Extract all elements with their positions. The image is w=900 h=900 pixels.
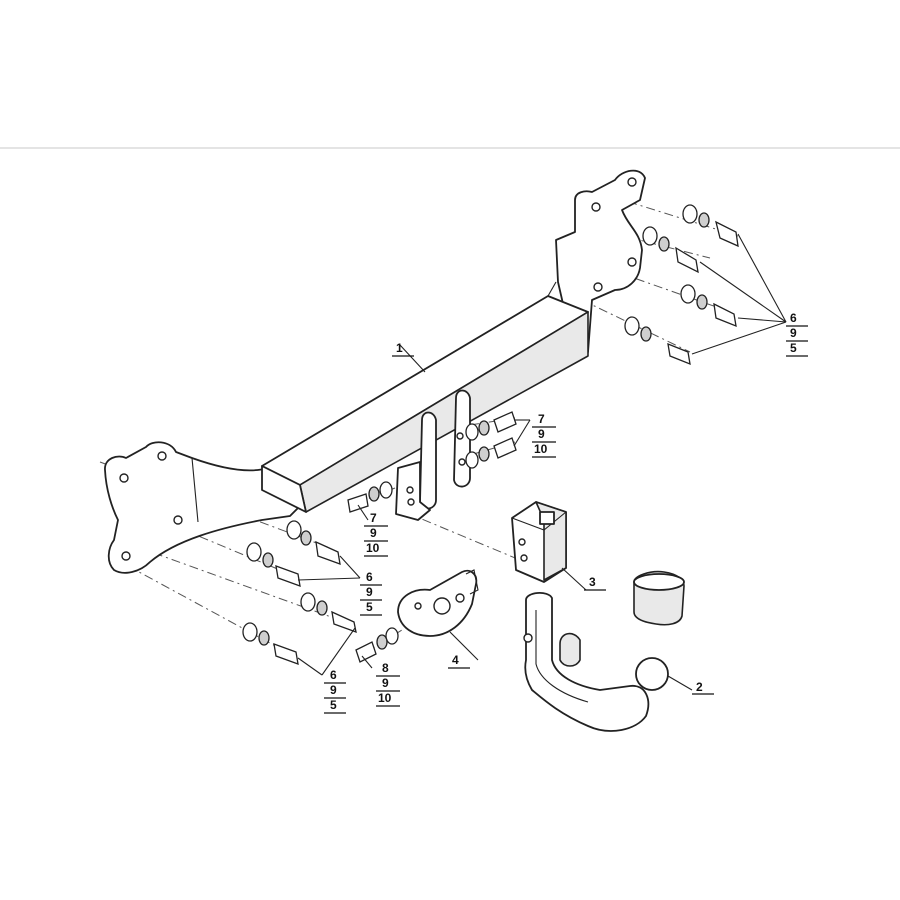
towball-part-2	[523, 570, 685, 732]
hardware-stack-plate-bolts: 8 9 10	[376, 661, 400, 707]
part-number-labels: 1 2 3 4	[392, 341, 714, 695]
stack-center-lower-item-1: 7	[370, 511, 377, 525]
socket-plate-part-4	[397, 569, 479, 637]
stack-left-upper-item-1: 6	[366, 570, 373, 584]
stack-right-item-2: 9	[790, 326, 797, 340]
label-part-2: 2	[696, 680, 703, 694]
stack-right-item-1: 6	[790, 311, 797, 325]
label-part-3: 3	[589, 575, 596, 589]
stack-right-item-3: 5	[790, 341, 797, 355]
label-part-1: 1	[396, 341, 403, 355]
hardware-stack-right: 6 9 5	[786, 311, 808, 357]
crossbar-part-1	[104, 169, 646, 574]
hardware-stack-left-lower: 6 9 5	[324, 668, 346, 714]
stack-left-lower-item-3: 5	[330, 698, 337, 712]
socket-bracket-part-3	[511, 501, 567, 583]
stack-plate-item-2: 9	[382, 676, 389, 690]
leader-lines	[297, 233, 787, 691]
stack-center-upper-item-2: 9	[538, 427, 545, 441]
stack-center-lower-item-3: 10	[366, 541, 380, 555]
stack-left-lower-item-2: 9	[330, 683, 337, 697]
stack-center-upper-item-3: 10	[534, 442, 548, 456]
stack-center-lower-item-2: 9	[370, 526, 377, 540]
stack-plate-item-3: 10	[378, 691, 392, 705]
hardware-stack-left-upper: 6 9 5	[360, 570, 382, 616]
stack-left-lower-item-1: 6	[330, 668, 337, 682]
hardware-stack-center-lower: 7 9 10	[364, 511, 388, 557]
label-part-4: 4	[452, 653, 459, 667]
hardware-stack-center-upper: 7 9 10	[532, 412, 556, 458]
stack-left-upper-item-3: 5	[366, 600, 373, 614]
stack-left-upper-item-2: 9	[366, 585, 373, 599]
stack-center-upper-item-1: 7	[538, 412, 545, 426]
fastener-graphics	[242, 204, 739, 665]
stack-plate-item-1: 8	[382, 661, 389, 675]
